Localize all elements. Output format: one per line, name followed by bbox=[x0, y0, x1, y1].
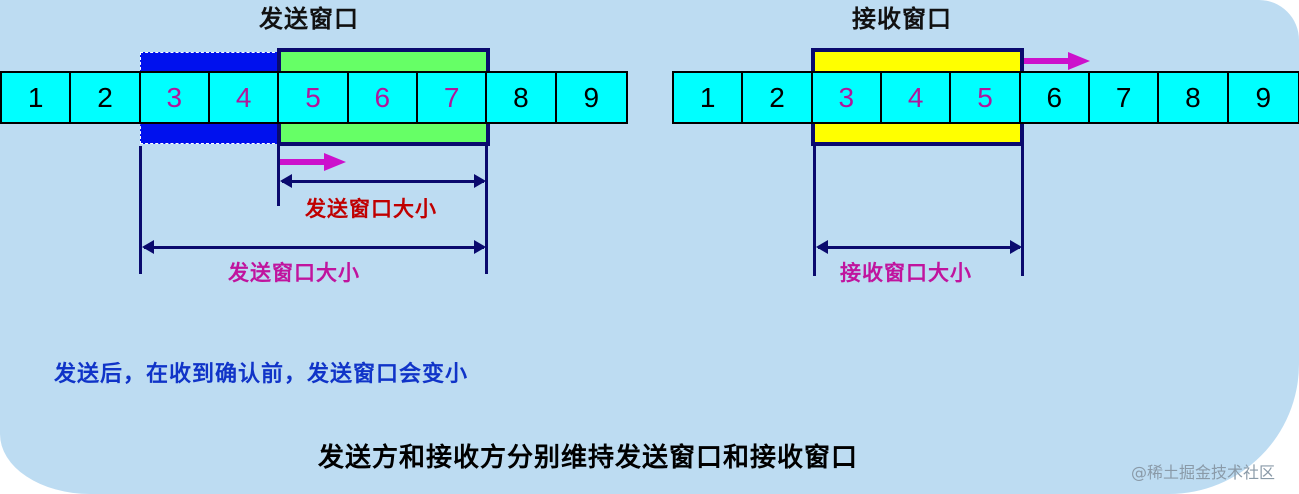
receiver-move-arrow-shaft bbox=[1024, 58, 1070, 64]
sender-outer-dimension-line bbox=[144, 246, 484, 249]
left-arrowhead-icon bbox=[142, 240, 154, 254]
sender-outer-size-label: 发送窗口大小 bbox=[228, 261, 360, 285]
sender-outer-left-tick bbox=[139, 146, 142, 274]
receiver-cell-2: 2 bbox=[743, 73, 813, 122]
sender-inner-size-label: 发送窗口大小 bbox=[305, 197, 437, 221]
sender-inner-left-tick bbox=[277, 146, 280, 206]
sender-cell-2: 2 bbox=[71, 73, 141, 122]
watermark: @稀土掘金技术社区 bbox=[1130, 463, 1275, 482]
sender-inner-dimension-line bbox=[282, 180, 484, 183]
diagram-caption: 发送方和接收方分别维持发送窗口和接收窗口 bbox=[318, 443, 859, 473]
sender-cell-6: 6 bbox=[349, 73, 418, 122]
receiver-cell-6: 6 bbox=[1021, 73, 1090, 122]
right-arrowhead-icon bbox=[474, 240, 486, 254]
receiver-cell-9: 9 bbox=[1255, 81, 1272, 113]
sender-cell-1: 1 bbox=[2, 73, 72, 122]
sender-sequence-strip: 1 2 3 4 5 6 7 8 9 bbox=[0, 71, 628, 124]
right-arrowhead-icon bbox=[474, 174, 486, 188]
receiver-cell-7: 7 bbox=[1090, 73, 1160, 122]
sender-window-title: 发送窗口 bbox=[259, 5, 359, 33]
sender-cell-5: 5 bbox=[279, 73, 349, 122]
sender-cell-7: 7 bbox=[418, 73, 488, 122]
sender-move-arrow-shaft bbox=[280, 159, 326, 165]
sender-cell-9: 9 bbox=[583, 81, 600, 113]
right-arrowhead-icon bbox=[1010, 240, 1022, 254]
receiver-cell-8: 8 bbox=[1159, 73, 1229, 122]
receiver-right-tick bbox=[1021, 146, 1024, 276]
right-arrow-icon bbox=[324, 153, 346, 171]
receiver-size-label: 接收窗口大小 bbox=[840, 261, 972, 285]
receiver-cell-3: 3 bbox=[813, 73, 882, 122]
left-arrowhead-icon bbox=[280, 174, 292, 188]
receiver-cell-4: 4 bbox=[882, 73, 952, 122]
sender-cell-8: 8 bbox=[487, 73, 557, 122]
sender-shrink-note: 发送后，在收到确认前，发送窗口会变小 bbox=[54, 362, 469, 387]
receiver-window-title: 接收窗口 bbox=[852, 5, 952, 33]
receiver-sequence-strip: 1 2 3 4 5 6 7 8 9 bbox=[672, 71, 1299, 124]
sender-cell-3: 3 bbox=[141, 73, 210, 122]
right-arrow-icon bbox=[1068, 52, 1090, 70]
left-arrowhead-icon bbox=[816, 240, 828, 254]
receiver-dimension-line bbox=[818, 246, 1020, 249]
receiver-cell-1: 1 bbox=[674, 73, 744, 122]
sender-cell-4: 4 bbox=[210, 73, 280, 122]
receiver-cell-5: 5 bbox=[951, 73, 1021, 122]
sender-right-tick bbox=[485, 146, 488, 274]
receiver-left-tick bbox=[813, 146, 816, 276]
